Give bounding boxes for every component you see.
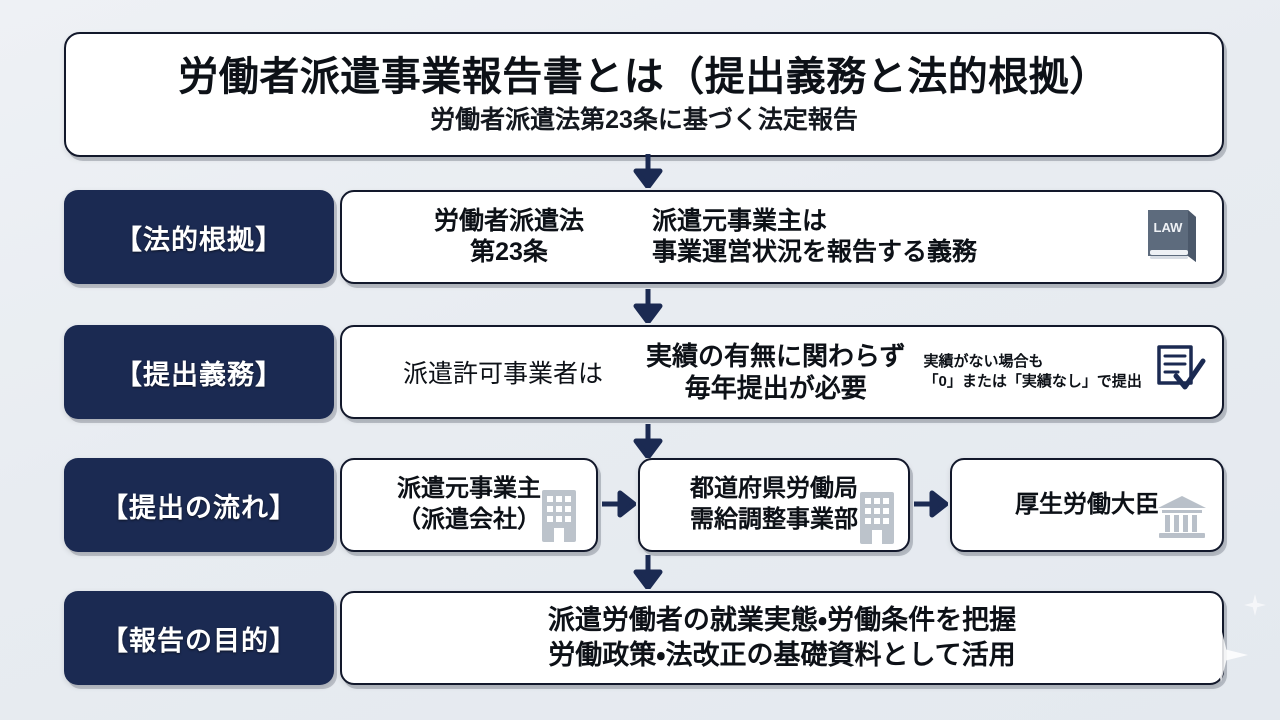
submission-note-line1: 実績がない場合も <box>923 352 1044 370</box>
arrow-down-icon <box>633 424 663 458</box>
report-purpose-line2: 労働政策・法改正の基礎資料として活用 <box>548 640 1016 670</box>
page-title: 労働者派遣事業報告書とは（提出義務と法的根拠） <box>178 54 1110 99</box>
law-book-icon: LAW <box>1148 210 1196 262</box>
arrow-down-icon <box>633 555 663 589</box>
legal-basis-law-line1: 労働者派遣法 <box>433 206 584 235</box>
flow-step-line2: （派遣会社） <box>397 506 541 533</box>
row-label-submission-duty: 【提出義務】 <box>64 325 334 419</box>
row-label-text: 【報告の目的】 <box>101 625 297 656</box>
arrow-down-icon <box>633 289 663 323</box>
flow-step-label: 都道府県労働局 需給調整事業部 <box>690 474 858 535</box>
office-building-icon <box>542 490 576 542</box>
submission-subject: 派遣許可事業者は <box>402 360 603 388</box>
row-label-submission-flow: 【提出の流れ】 <box>64 458 334 552</box>
title-card: 労働者派遣事業報告書とは（提出義務と法的根拠） 労働者派遣法第23条に基づく法定… <box>64 32 1224 157</box>
page-subtitle: 労働者派遣法第23条に基づく法定報告 <box>430 105 858 134</box>
row-label-legal-basis: 【法的根拠】 <box>64 190 334 284</box>
flow-step-minister: 厚生労働大臣 <box>950 458 1224 552</box>
row-content-report-purpose: 派遣労働者の就業実態・労働条件を把握 労働政策・法改正の基礎資料として活用 <box>340 591 1224 685</box>
flow-step-line1: 派遣元事業主 <box>397 475 541 503</box>
office-building-icon <box>860 492 894 544</box>
svg-text:LAW: LAW <box>1154 220 1184 235</box>
flow-step-line1: 厚生労働大臣 <box>1015 490 1159 518</box>
legal-basis-duty: 派遣元事業主は 事業運営状況を報告する義務 <box>652 206 977 269</box>
row-content-submission-duty: 派遣許可事業者は 実績の有無に関わらず 毎年提出が必要 実績がない場合も 「0」… <box>340 325 1224 419</box>
row-content-legal-basis: 労働者派遣法 第23条 派遣元事業主は 事業運営状況を報告する義務 LAW <box>340 190 1224 284</box>
row-label-text: 【法的根拠】 <box>115 224 283 255</box>
submission-requirement-line1: 実績の有無に関わらず <box>646 340 906 371</box>
row-label-text: 【提出の流れ】 <box>101 492 297 523</box>
submission-requirement: 実績の有無に関わらず 毎年提出が必要 <box>646 340 905 405</box>
arrow-right-icon <box>914 490 948 518</box>
bank-building-icon <box>1158 496 1206 538</box>
arrow-down-icon <box>633 154 663 188</box>
submission-note: 実績がない場合も 「0」または「実績なし」で提出 <box>923 352 1141 393</box>
arrow-right-icon <box>602 490 636 518</box>
flow-step-label: 派遣元事業主 （派遣会社） <box>397 474 541 535</box>
submission-requirement-line2: 毎年提出が必要 <box>684 373 867 403</box>
flow-step-line1: 都道府県労働局 <box>690 475 858 503</box>
flow-step-labour-bureau: 都道府県労働局 需給調整事業部 <box>638 458 910 552</box>
submission-note-line2: 「0」または「実績なし」で提出 <box>923 373 1142 390</box>
legal-basis-duty-line2: 事業運営状況を報告する義務 <box>652 238 978 266</box>
row-label-text: 【提出義務】 <box>115 359 283 390</box>
flow-step-label: 厚生労働大臣 <box>1015 490 1159 521</box>
flow-step-line2: 需給調整事業部 <box>690 506 858 533</box>
flow-step-dispatch-company: 派遣元事業主 （派遣会社） <box>340 458 598 552</box>
legal-basis-duty-line1: 派遣元事業主は <box>652 206 828 235</box>
legal-basis-law-line2: 第23条 <box>470 238 548 266</box>
sparkle-icon <box>1244 594 1266 616</box>
row-label-report-purpose: 【報告の目的】 <box>64 591 334 685</box>
document-check-icon <box>1157 345 1206 390</box>
legal-basis-law-name: 労働者派遣法 第23条 <box>384 206 634 269</box>
report-purpose-line1: 派遣労働者の就業実態・労働条件を把握 <box>547 604 1017 635</box>
